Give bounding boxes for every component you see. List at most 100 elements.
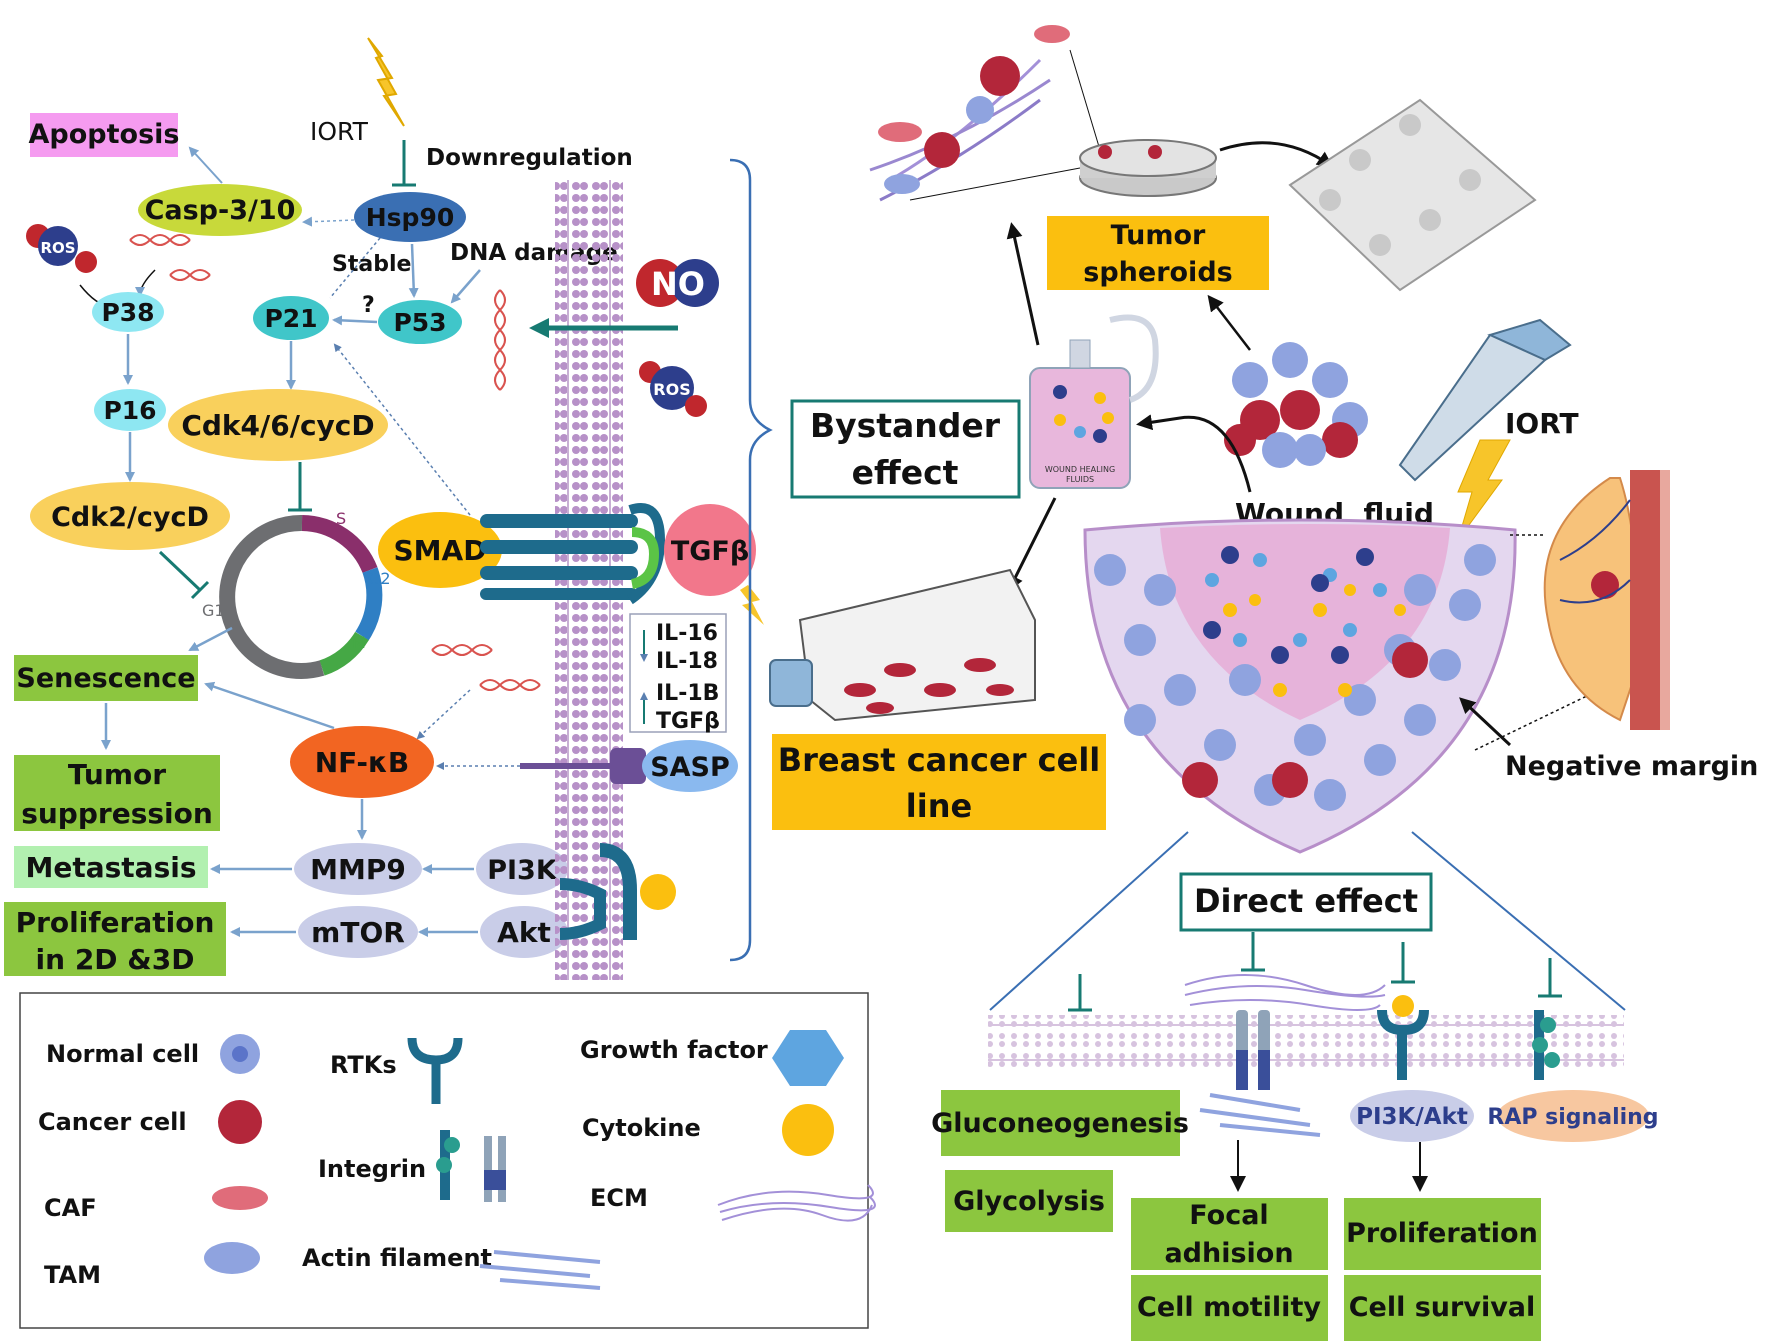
bed-to-membrane-line-left	[989, 831, 1189, 1011]
hsp90-to-p21-dotted	[329, 237, 381, 299]
proliferation-box	[1344, 1198, 1541, 1270]
bystander-box	[790, 399, 1021, 499]
legend-actin: Actin filament	[302, 1244, 492, 1272]
svg-text:FLUIDS: FLUIDS	[1066, 475, 1094, 484]
no-molecule-icon: NO	[636, 259, 719, 307]
proliferation-2d3d-box	[4, 902, 226, 976]
cell-motility-box	[1131, 1275, 1328, 1341]
mmp9-node	[294, 843, 422, 895]
dna-to-p38-arrow	[135, 269, 156, 297]
cell-culture-flask-icon	[769, 568, 1036, 722]
mtor-node	[298, 906, 418, 958]
lightning-icon	[740, 585, 764, 625]
inhibition-marks	[1068, 932, 1562, 1012]
question-mark: ?	[362, 293, 375, 318]
tgfb-label: TGFβ	[671, 536, 749, 567]
legend-caf: CAF	[44, 1194, 97, 1222]
sasp-receptor	[520, 748, 646, 784]
hsp90-to-p53-arrow	[408, 243, 419, 298]
ros-icon: ROS	[639, 361, 707, 417]
negative-margin-label: Negative margin	[1505, 751, 1758, 782]
pi3k-akt-node	[1350, 1090, 1474, 1142]
svg-text:WOUND HEALING: WOUND HEALING	[1045, 465, 1115, 474]
lightning-icon	[1457, 439, 1511, 541]
legend-rtks: RTKs	[330, 1051, 397, 1079]
proliferation-label: Proliferation	[1346, 1218, 1538, 1249]
cdk46-node	[168, 389, 388, 461]
focal-adhesion-line2: adhision	[1164, 1238, 1293, 1269]
apoptosis-box	[30, 113, 178, 157]
dna-to-p53-arrow	[450, 269, 481, 304]
p16-node	[94, 389, 166, 431]
svg-text:NO: NO	[651, 265, 705, 303]
casp-node	[138, 184, 302, 236]
bed-to-membrane-line-right	[1411, 831, 1626, 1011]
glycolysis-box	[945, 1170, 1113, 1232]
pi3k-akt-label: PI3K/Akt	[1356, 1104, 1468, 1130]
rtk-receptor	[1377, 995, 1429, 1080]
bystander-panel: Bystander effect	[769, 25, 1758, 854]
senescence-label: Senescence	[16, 663, 195, 694]
cancer-cell-icon	[218, 1100, 262, 1144]
bystander-label-line2: effect	[852, 453, 959, 492]
dna-icon	[431, 644, 541, 691]
glycolysis-label: Glycolysis	[953, 1186, 1105, 1217]
integrin-receptor	[1236, 1010, 1270, 1090]
proliferation-2d3d-line2: in 2D &3D	[36, 943, 195, 976]
senescence-box	[14, 655, 198, 701]
tumor-suppression-line1: Tumor	[68, 758, 166, 791]
cdk2-inhibit-bar	[190, 580, 210, 600]
normal-cell-nucleus	[232, 1046, 248, 1062]
sasp-node	[642, 740, 738, 792]
mtor-label: mTOR	[311, 916, 405, 949]
legend-tam: TAM	[44, 1261, 101, 1289]
p53-to-p21-arrow	[332, 315, 378, 326]
smad-to-p21-dotted	[333, 343, 471, 516]
growth-factor-icon	[772, 1030, 844, 1086]
cell-motility-label: Cell motility	[1137, 1292, 1321, 1323]
cluster-to-spheroids-arrow	[1207, 294, 1251, 351]
direct-effect-title: Direct effect	[1194, 882, 1418, 920]
dna-icon	[129, 234, 211, 281]
cell-line-line2: line	[906, 787, 972, 825]
phase-g1: G1	[202, 601, 225, 620]
legend-integrin: Integrin	[318, 1155, 426, 1183]
bystander-bracket	[729, 158, 773, 962]
lightning-icon	[367, 37, 405, 127]
ros-icon: ROS	[26, 224, 97, 273]
tgfb-receptor	[480, 503, 666, 605]
nfkb-node	[290, 726, 434, 798]
akt-label: Akt	[497, 916, 551, 949]
scalpel-icon	[1398, 318, 1572, 482]
casp-label: Casp-3/10	[145, 195, 296, 226]
rap-receptor	[1532, 1010, 1560, 1080]
p16-label: P16	[103, 396, 156, 425]
bag-to-spheroids-arrow	[1006, 222, 1040, 346]
akt-node	[480, 906, 568, 958]
pi3k-node	[476, 843, 568, 895]
hsp90-label: Hsp90	[366, 203, 455, 232]
hsp90-node	[354, 192, 466, 242]
tgfb-small-label: TGFβ	[656, 709, 720, 734]
wound-fluid-bag-icon: WOUND HEALING FLUIDS	[1029, 314, 1159, 489]
p38-node	[92, 292, 164, 332]
rap-label: RAP signaling	[1487, 1105, 1658, 1130]
cell-line-box	[772, 734, 1106, 830]
cell-cycle-ring	[219, 514, 383, 679]
p21-label: P21	[264, 304, 317, 333]
tumor-spheroids-line1: Tumor	[1111, 220, 1206, 251]
ecm-icon	[717, 1184, 876, 1222]
signaling-panel: IORT Downregulation Apoptosis Casp-3/10 …	[4, 37, 764, 980]
stable-label: Stable	[332, 252, 411, 277]
cdk2-label: Cdk2/cycD	[51, 502, 209, 533]
tam-icon	[204, 1242, 260, 1274]
dna-icon	[494, 289, 506, 391]
actin-icon	[479, 1250, 601, 1290]
iort-label: IORT	[310, 117, 369, 146]
hsp90-to-casp-arrow	[302, 216, 355, 227]
phase-s: S	[336, 509, 346, 528]
p53-node	[378, 300, 462, 344]
mmp9-label: MMP9	[310, 853, 406, 886]
svg-text:ROS: ROS	[653, 380, 690, 399]
actin-filaments	[1199, 1093, 1321, 1137]
